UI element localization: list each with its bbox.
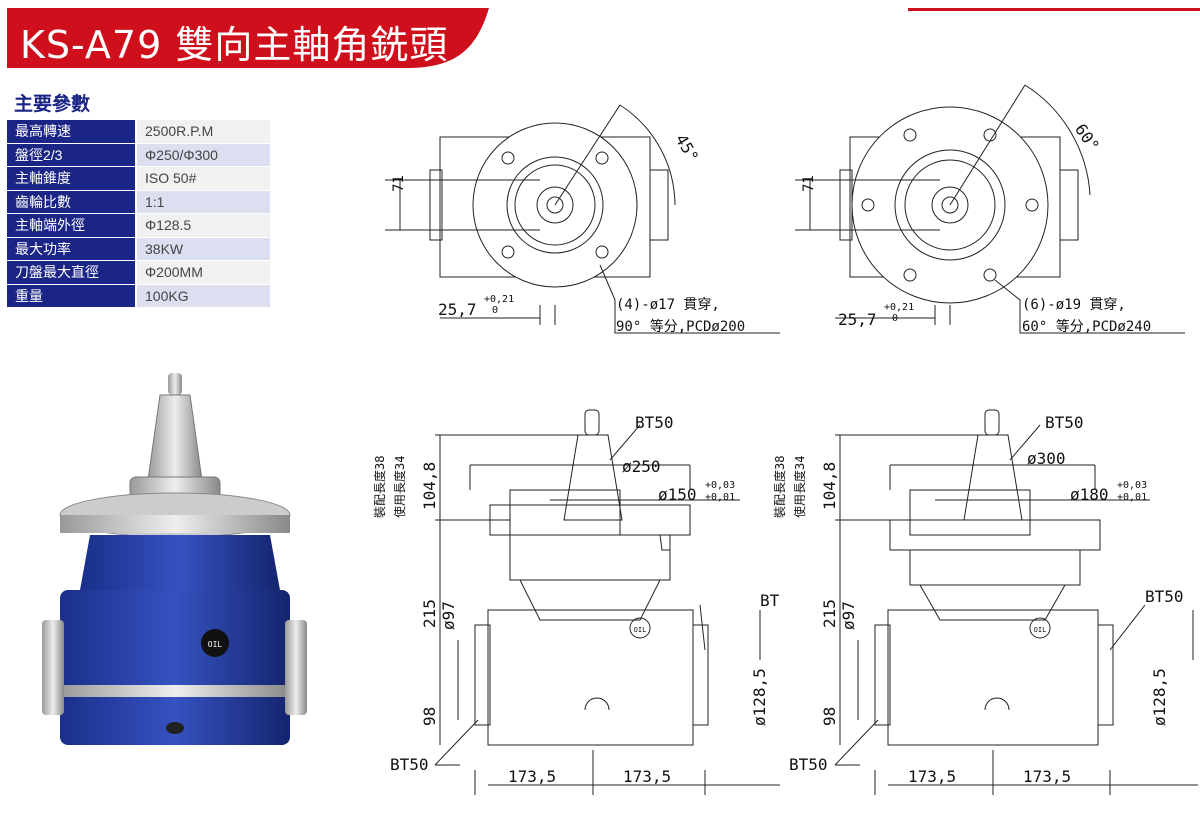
dim-angle: 60°	[1071, 120, 1103, 155]
dim-dia: ø300	[1027, 449, 1066, 468]
spec-value: 38KW	[137, 237, 270, 260]
dim-pilot: ø150	[658, 485, 697, 504]
pcd-spec: 60° 等分,PCDø240	[1022, 318, 1151, 335]
product-photo: OIL	[42, 373, 307, 745]
spec-label: 重量	[7, 284, 137, 307]
dim-offset: 25,7	[438, 300, 477, 319]
dim-pilot: ø180	[1070, 485, 1109, 504]
oil-label: OIL	[634, 626, 647, 634]
oil-label: OIL	[208, 640, 223, 649]
len-assemble: 裝配長度38	[772, 456, 787, 518]
spec-value: 1:1	[137, 190, 270, 213]
top-view-drawing-2: 71 60° 25,7 +0,21 0 (6)-ø19 貫穿, 60° 等分,P…	[795, 84, 1185, 335]
dim-tol-low: 0	[892, 313, 898, 324]
dim-w2: 173,5	[623, 767, 671, 786]
dim-height: 71	[801, 175, 817, 192]
spec-label: 盤徑2/3	[7, 143, 137, 166]
taper-label: BT50	[635, 413, 674, 432]
hole-spec: (4)-ø17 貫穿,	[616, 297, 720, 313]
oil-label: OIL	[1034, 626, 1047, 634]
spec-label: 最大功率	[7, 237, 137, 260]
dim-pilot-low: +0,01	[705, 492, 735, 503]
dim-height: 71	[391, 175, 407, 192]
spec-value: Φ200MM	[137, 261, 270, 284]
dim-d97: ø97	[439, 601, 458, 630]
oil-plug-icon	[201, 629, 229, 657]
dim-h2: 215	[820, 599, 839, 628]
dim-pilot-low: +0,01	[1117, 492, 1147, 503]
bottom-taper-label: BT50	[390, 755, 429, 774]
bottom-taper-label: BT50	[789, 755, 828, 774]
side-taper-label: BT50	[760, 591, 780, 610]
len-use: 使用長度34	[792, 456, 807, 518]
spec-label: 最高轉速	[7, 120, 137, 143]
spec-label: 主軸錐度	[7, 167, 137, 190]
spec-label: 齒輪比數	[7, 190, 137, 213]
taper-label: BT50	[1045, 413, 1084, 432]
spec-value: Φ128.5	[137, 214, 270, 237]
dim-h3: 98	[420, 707, 439, 726]
pcd-spec: 90° 等分,PCDø200	[616, 318, 745, 335]
dim-d97: ø97	[839, 601, 858, 630]
spec-value: ISO 50#	[137, 167, 270, 190]
top-view-drawing-1: 71 45° 25,7 +0,21 0 (4)-ø17 貫穿, 90° 等分,P…	[385, 104, 780, 335]
dim-dia: ø250	[622, 457, 661, 476]
dim-w2: 173,5	[1023, 767, 1071, 786]
len-use: 使用長度34	[392, 456, 407, 518]
spec-value: Φ250/Φ300	[137, 143, 270, 166]
spec-value: 100KG	[137, 284, 270, 307]
dim-h1: 104,8	[420, 462, 439, 510]
dim-d128: ø128,5	[1150, 668, 1169, 726]
dim-w1: 173,5	[908, 767, 956, 786]
dim-h1: 104,8	[820, 462, 839, 510]
spec-label: 主軸端外徑	[7, 214, 137, 237]
specs-title: 主要參數	[14, 93, 91, 115]
len-assemble: 裝配長度38	[372, 456, 387, 518]
dim-pilot-up: +0,03	[1117, 480, 1147, 491]
dim-h3: 98	[820, 707, 839, 726]
dim-h2: 215	[420, 599, 439, 628]
dim-angle: 45°	[672, 131, 703, 166]
spec-value: 2500R.P.M	[137, 120, 270, 143]
dim-tol-up: +0,21	[884, 302, 914, 313]
side-view-drawing-1: 裝配長度38 使用長度34 104,8 215 ø97 98 BT50 ø250…	[372, 409, 780, 795]
dim-tol-low: 0	[492, 305, 498, 316]
dim-tol-up: +0,21	[484, 294, 514, 305]
header-rule	[908, 8, 1200, 11]
dim-pilot-up: +0,03	[705, 480, 735, 491]
dim-d128: ø128,5	[750, 668, 769, 726]
dim-w1: 173,5	[508, 767, 556, 786]
page-title: KS-A79 雙向主軸角銑頭	[20, 23, 449, 67]
side-taper-label: BT50	[1145, 587, 1184, 606]
dim-offset: 25,7	[838, 310, 877, 329]
spec-label: 刀盤最大直徑	[7, 261, 137, 284]
side-view-drawing-2: 裝配長度38 使用長度34 104,8 215 ø97 98 BT50 ø300…	[772, 409, 1198, 795]
title-banner	[7, 8, 489, 68]
hole-spec: (6)-ø19 貫穿,	[1022, 297, 1126, 313]
